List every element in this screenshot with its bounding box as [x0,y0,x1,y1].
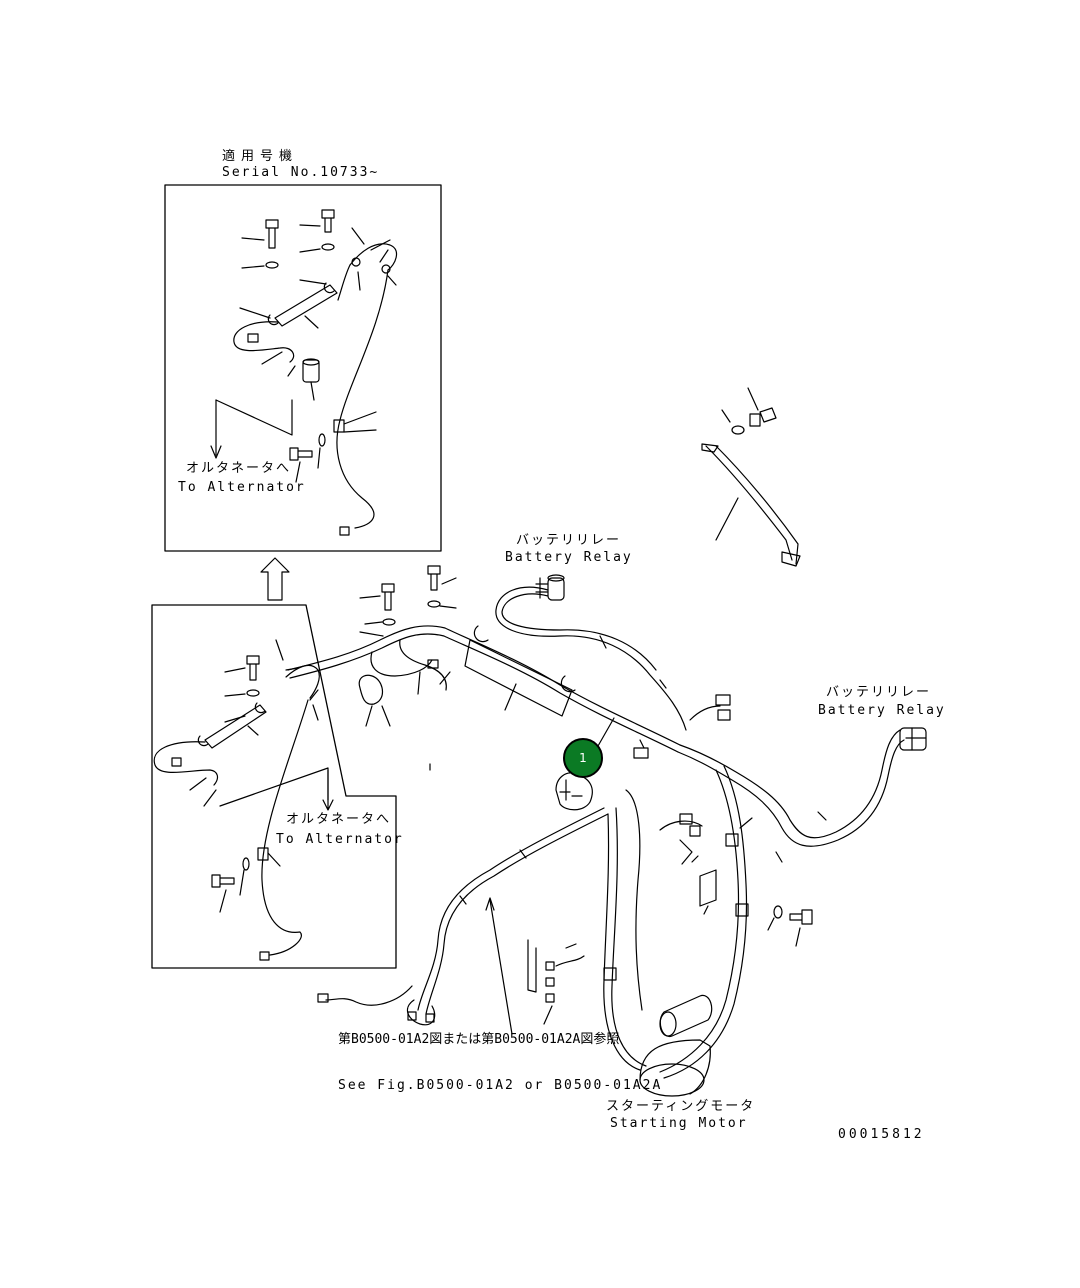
bolt-icon [211,874,235,913]
connector-group [659,813,703,865]
washer-icon [321,243,335,251]
top-inset-frame [164,184,442,552]
cable [289,633,679,753]
top-inset-title-jp: 適用号機 [222,149,299,164]
arrow-icon [210,399,222,459]
cable [417,807,605,1011]
cable [677,739,905,847]
battery-relay-label-jp-2: バッテリリレー [826,685,932,700]
left-inset [151,604,397,969]
battery-relay-connector [535,574,565,601]
cable [325,985,413,1006]
up-arrow-icon [260,557,290,601]
connector-icon [339,526,350,536]
see-figure-label-en: See Fig.B0500-01A2 or B0500-01A2A [338,1078,663,1093]
connector-block [555,772,593,811]
connector-icon [171,757,182,767]
top-inset-title-en: Serial No.10733~ [222,165,380,180]
washer-icon [318,433,326,447]
bolt-icon [789,909,813,947]
bolt-icon [289,447,313,483]
washer-icon [242,857,250,871]
left-inset-frame [151,604,397,969]
connector-icon [259,951,270,961]
starting-motor-label-en: Starting Motor [610,1116,748,1131]
connector-icon [317,993,329,1003]
leader-line [219,767,329,807]
arrow-icon [485,897,495,911]
cable [261,699,309,956]
battery-relay-label-en: Battery Relay [505,550,633,565]
battery-cable [701,387,801,567]
bolt-icon [224,655,260,681]
cable [689,705,721,721]
cable [285,664,320,699]
bolt-icon [427,565,457,591]
starting-motor-icon [639,994,713,1097]
see-figure-label-jp: 第B0500-01A2図または第B0500-01A2A図参照 [338,1032,620,1047]
drawing-number: 00015812 [838,1127,925,1142]
cable [337,264,351,301]
cylinder-icon [302,358,320,401]
leader-line [489,899,513,1035]
top-alternator-label-jp: オルタネータへ [186,461,292,476]
cable [370,651,433,677]
top-alternator-label-en: To Alternator [178,480,306,495]
washer-icon [773,905,783,919]
bolt-icon [241,219,279,249]
top-inset [164,184,442,552]
cable [611,807,647,1067]
cable [349,243,398,271]
battery-relay-label-jp: バッテリリレー [516,533,622,548]
bolt-icon [359,583,395,611]
clamp-icon [358,674,384,705]
washer-icon [246,689,260,697]
bracket-icon [527,939,585,1025]
cable [679,729,901,839]
tube-clamp [464,639,573,717]
cable [663,765,748,1079]
washer-icon [427,600,441,608]
left-alternator-label-en: To Alternator [276,832,404,847]
battery-relay-connector [899,727,927,751]
main-harness [287,565,927,1097]
leader-line [215,399,293,436]
cable [287,625,681,746]
cable [501,593,657,671]
connector-icon [247,333,259,343]
cable [425,813,609,1015]
cable [153,741,219,786]
cable [336,269,389,529]
washer-icon [382,618,396,626]
starting-motor-label-jp: スターティングモータ [606,1099,756,1114]
washer-icon [265,261,279,269]
cable [495,586,687,731]
loop-connector [406,999,436,1026]
bolt-icon [747,387,777,427]
cable [659,769,740,1073]
tube-clamp [239,279,338,329]
left-alternator-label-jp: オルタネータへ [286,812,392,827]
arrow-icon [322,769,334,811]
cable [399,639,447,691]
tube-clamp [197,702,267,749]
washer-icon [731,425,745,435]
part-number-marker[interactable]: 1 [563,738,603,778]
cable [625,789,643,1011]
cable [715,445,799,565]
bolt-icon [299,209,335,233]
cable [705,445,793,561]
battery-relay-label-en-2: Battery Relay [818,703,946,718]
cable [233,321,295,363]
